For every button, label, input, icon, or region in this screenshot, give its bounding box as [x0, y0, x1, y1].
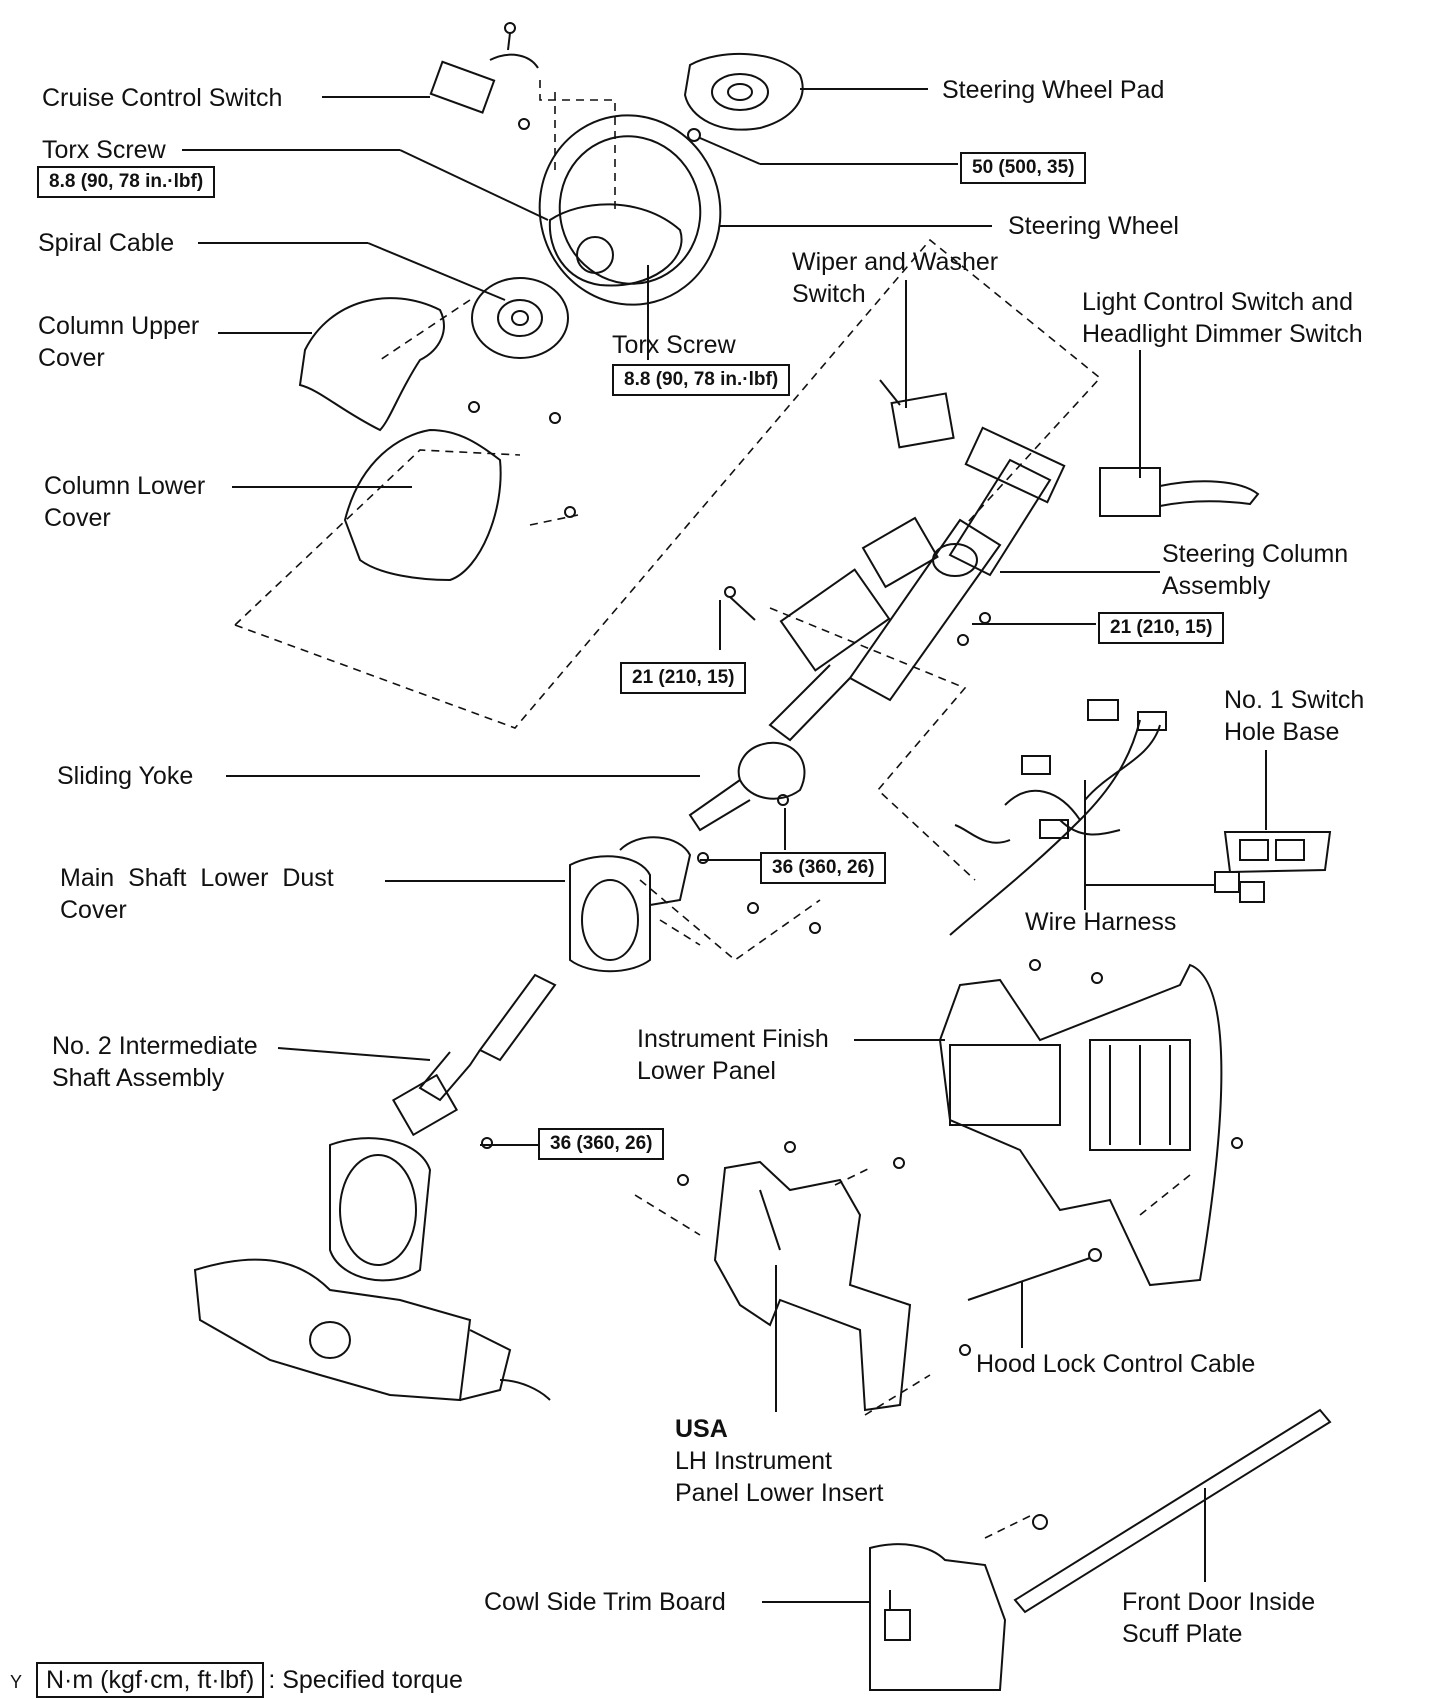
label-line: Panel Lower Insert	[675, 1479, 884, 1507]
label-line: LH Instrument	[675, 1447, 833, 1475]
label-line: Instrument Finish	[637, 1025, 829, 1053]
no2-intermediate-shaft	[391, 973, 557, 1137]
no1-switch-hole-base	[1223, 831, 1332, 874]
label-line: Main Shaft Lower Dust	[60, 864, 334, 892]
label-lh-instrument-panel-lower-insert: USA LH Instrument Panel Lower Insert	[675, 1413, 883, 1509]
label-line: Column Upper	[38, 312, 200, 340]
torque-sliding-yoke-bolt: 36 (360, 26)	[760, 852, 887, 884]
steering-column-assembly	[768, 426, 1066, 742]
main-shaft-lower-dust-cover	[569, 836, 692, 973]
hood-lock-control-cable	[967, 1248, 1102, 1301]
label-line: No. 1 Switch	[1224, 686, 1365, 714]
label-line: Shaft Assembly	[52, 1064, 225, 1092]
wiper-and-washer-switch	[879, 379, 955, 449]
label-spiral-cable: Spiral Cable	[38, 229, 175, 257]
legend-text: : Specified torque	[268, 1666, 463, 1694]
label-main-shaft-lower-dust-cover: Main Shaft Lower Dust Cover	[60, 862, 334, 926]
label-steering-wheel-pad: Steering Wheel Pad	[942, 76, 1165, 104]
label-light-control-switch: Light Control Switch and Headlight Dimme…	[1082, 286, 1363, 350]
dashed-guides	[234, 80, 1191, 1539]
label-steering-column-assembly: Steering Column Assembly	[1162, 538, 1348, 602]
light-control-switch	[1099, 467, 1260, 517]
steering-rack	[193, 1137, 551, 1402]
label-line: No. 2 Intermediate	[52, 1032, 258, 1060]
label-line: Cover	[44, 504, 111, 532]
label-line: Light Control Switch and	[1082, 288, 1353, 316]
front-door-inside-scuff-plate	[1013, 1408, 1332, 1614]
lh-instrument-panel-lower-insert	[713, 1160, 912, 1412]
steering-wheel-pad	[683, 52, 804, 131]
label-sliding-yoke: Sliding Yoke	[57, 762, 194, 790]
label-line: Scuff Plate	[1122, 1620, 1243, 1648]
torque-intermediate-shaft-bolt: 36 (360, 26)	[538, 1128, 665, 1160]
label-line: Cover	[60, 896, 127, 924]
label-column-lower-cover: Column Lower Cover	[44, 470, 205, 534]
label-line: Headlight Dimmer Switch	[1082, 320, 1363, 348]
torque-torx-screw-2: 8.8 (90, 78 in.·lbf)	[612, 364, 791, 396]
cruise-control-switch	[429, 22, 539, 130]
instrument-finish-lower-panel	[938, 963, 1223, 1287]
label-line: Lower Panel	[637, 1057, 776, 1085]
label-line: Wiper and Washer	[792, 248, 999, 276]
torque-column-bolt-left: 21 (210, 15)	[620, 662, 747, 694]
torque-legend: N·m (kgf·cm, ft·lbf): Specified torque	[36, 1662, 463, 1698]
label-usa: USA	[675, 1415, 728, 1443]
torque-steering-wheel-nut: 50 (500, 35)	[960, 152, 1087, 184]
steering-wheel	[538, 114, 722, 306]
cowl-side-trim-board	[869, 1543, 1007, 1691]
label-cowl-side-trim-board: Cowl Side Trim Board	[484, 1588, 726, 1616]
label-wiper-and-washer-switch: Wiper and Washer Switch	[792, 246, 998, 310]
label-column-upper-cover: Column Upper Cover	[38, 310, 199, 374]
wire-harness	[949, 699, 1265, 936]
label-no1-switch-hole-base: No. 1 Switch Hole Base	[1224, 684, 1364, 748]
steering-wheel-nut	[687, 128, 701, 142]
label-steering-wheel: Steering Wheel	[1008, 212, 1179, 240]
torque-column-bolt-right: 21 (210, 15)	[1098, 612, 1225, 644]
column-upper-cover	[298, 297, 445, 432]
label-line: Assembly	[1162, 572, 1271, 600]
label-torx-screw-1: Torx Screw	[42, 136, 166, 164]
label-wire-harness: Wire Harness	[1025, 908, 1177, 936]
label-front-door-inside-scuff-plate: Front Door Inside Scuff Plate	[1122, 1586, 1315, 1650]
sliding-yoke	[688, 741, 806, 832]
label-no2-intermediate-shaft: No. 2 Intermediate Shaft Assembly	[52, 1030, 258, 1094]
label-torx-screw-2: Torx Screw	[612, 331, 736, 359]
label-line: Steering Column	[1162, 540, 1349, 568]
label-line: Hole Base	[1224, 718, 1340, 746]
column-lower-cover	[343, 428, 502, 582]
legend-box: N·m (kgf·cm, ft·lbf)	[36, 1662, 265, 1698]
torque-torx-screw-1: 8.8 (90, 78 in.·lbf)	[37, 166, 216, 198]
spiral-cable	[471, 277, 569, 359]
label-line: Switch	[792, 280, 866, 308]
label-hood-lock-control-cable: Hood Lock Control Cable	[976, 1350, 1256, 1378]
label-line: Column Lower	[44, 472, 206, 500]
label-cruise-control-switch: Cruise Control Switch	[42, 84, 283, 112]
label-line: Cover	[38, 344, 105, 372]
corner-code: Y	[10, 1672, 23, 1692]
label-line: Front Door Inside	[1122, 1588, 1316, 1616]
label-instrument-finish-lower-panel: Instrument Finish Lower Panel	[637, 1023, 829, 1087]
